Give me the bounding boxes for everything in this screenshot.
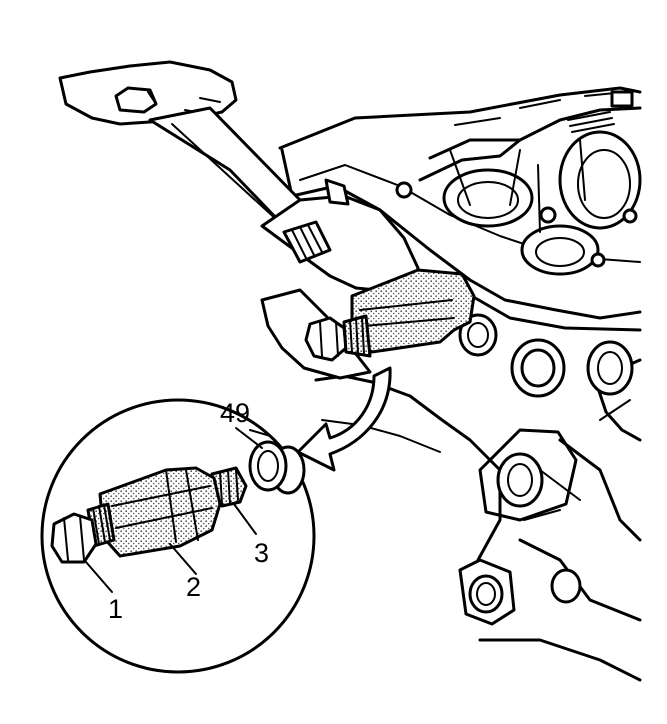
callout-2: 2 [186,572,201,602]
curved-arrow-icon [296,366,392,472]
hand [58,60,238,126]
seal-ring [248,440,306,495]
magnifier-circle: 1 2 3 49 [40,398,316,674]
tool-part-1 [50,502,116,564]
leader-line-49 [235,427,263,449]
wrench-worm-icon [282,220,332,264]
engine-block [278,86,642,682]
tool-part-2 [98,466,222,558]
callout-3: 3 [254,538,269,568]
leader-line-3 [233,503,257,535]
callout-1: 1 [108,594,123,624]
leader-line-1 [85,561,113,593]
leader-line-2 [169,543,197,575]
installed-tool [304,268,476,362]
callout-49: 49 [220,398,250,428]
removal-tool [50,466,248,564]
